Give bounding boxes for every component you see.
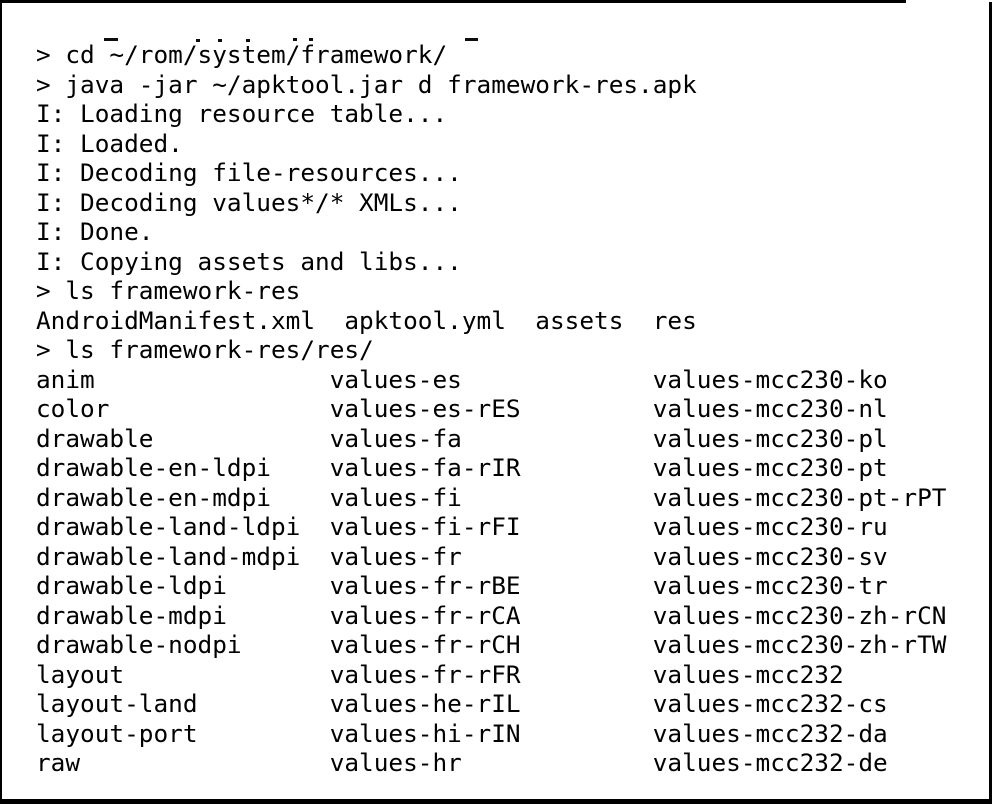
cropped-text-artifact [218,39,222,42]
terminal-line-command-apktool: > java -jar ~/apktool.jar d framework-re… [36,69,697,99]
terminal-line-listing-row: raw values-hr values-mcc232-de [36,748,888,777]
frame-border-top [0,0,906,3]
terminal-line-info: I: Loaded. [36,128,183,158]
cropped-text-artifact [293,38,297,41]
cropped-text-artifact [465,38,478,41]
frame-border-left [0,0,2,804]
terminal-line-info: I: Decoding values*/* XMLs... [36,187,462,217]
terminal-line-listing-row: layout-land values-he-rIL values-mcc232-… [36,689,888,718]
terminal-line-listing-row: drawable-en-ldpi values-fa-rIR values-mc… [36,453,888,482]
cropped-text-artifact [246,39,250,42]
terminal-line-listing-row: drawable values-fa values-mcc230-pl [36,423,888,453]
terminal-line-listing-row: drawable-land-ldpi values-fi-rFI values-… [36,512,888,541]
terminal-line-listing-row: drawable-land-mdpi values-fr values-mcc2… [36,541,888,571]
terminal-line-ls-output: AndroidManifest.xml apktool.yml assets r… [36,305,697,335]
terminal-line-info: I: Loading resource table... [36,99,448,128]
terminal-line-listing-row: drawable-mdpi values-fr-rCA values-mcc23… [36,600,947,630]
cropped-text-artifact [196,39,200,42]
terminal-line-command-ls: > ls framework-res [36,276,301,305]
terminal-line-listing-row: drawable-nodpi values-fr-rCH values-mcc2… [36,630,947,659]
terminal-output-area[interactable]: > cd ~/rom/system/framework/ > java -jar… [36,40,976,778]
cropped-text-artifact [104,38,118,41]
terminal-line-listing-row: layout-port values-hi-rIN values-mcc232-… [36,718,888,748]
terminal-line-info: I: Copying assets and libs... [36,246,462,276]
terminal-line-listing-row: layout values-fr-rFR values-mcc232 [36,659,844,689]
cropped-text-artifact [309,38,313,41]
frame-border-right [989,2,992,804]
terminal-line-command-ls-res: > ls framework-res/res/ [36,335,374,364]
frame-border-bottom [0,799,992,804]
terminal-line-info: I: Done. [36,217,154,246]
terminal-line-command-cd: > cd ~/rom/system/framework/ [36,40,448,69]
terminal-line-listing-row: color values-es-rES values-mcc230-nl [36,394,888,423]
terminal-line-listing-row: drawable-en-mdpi values-fi values-mcc230… [36,482,947,512]
terminal-line-listing-row: anim values-es values-mcc230-ko [36,364,888,394]
terminal-line-listing-row: drawable-ldpi values-fr-rBE values-mcc23… [36,571,888,600]
terminal-line-info: I: Decoding file-resources... [36,158,462,187]
